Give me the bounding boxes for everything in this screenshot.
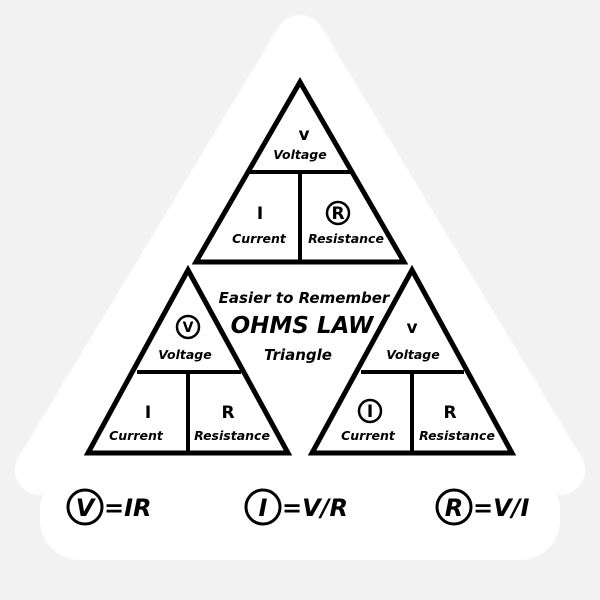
top-r-circle <box>325 200 351 226</box>
formula-r-symbol: R <box>445 494 463 522</box>
right-i-symbol: I <box>367 402 373 422</box>
top-r-symbol: R <box>331 204 344 224</box>
formula-backing <box>40 470 560 560</box>
right-r-label: Resistance <box>419 428 495 443</box>
left-v-circle <box>175 314 201 340</box>
formula-r-rest: =V/I <box>473 494 529 522</box>
top-i-label: Current <box>232 231 287 246</box>
center-line1: Easier to Remember <box>219 289 391 307</box>
left-v-symbol: V <box>183 320 194 336</box>
left-i-symbol: I <box>145 403 151 423</box>
left-v-label: Voltage <box>158 347 211 362</box>
formula-v-circle <box>66 488 104 526</box>
right-v-label: Voltage <box>386 347 439 362</box>
formula-i: I =V/R <box>244 488 348 526</box>
center-caption: Easier to Remember OHMS LAW Triangle <box>219 289 391 364</box>
formula-v-symbol: V <box>76 494 97 522</box>
top-r-label: Resistance <box>308 231 384 246</box>
formula-r: R =V/I <box>435 488 529 526</box>
left-i-label: Current <box>109 428 164 443</box>
right-r-symbol: R <box>443 403 456 423</box>
left-triangle: V Voltage I Current R Resistance <box>83 264 293 456</box>
center-title: OHMS LAW <box>231 313 375 339</box>
formula-i-circle <box>244 488 282 526</box>
formula-i-rest: =V/R <box>282 494 348 522</box>
right-i-label: Current <box>341 428 396 443</box>
top-v-symbol: v <box>298 125 309 145</box>
formula-r-circle <box>435 488 473 526</box>
formula-v-rest: =IR <box>104 494 152 522</box>
top-i-symbol: I <box>257 204 263 224</box>
left-r-label: Resistance <box>194 428 270 443</box>
center-line3: Triangle <box>264 346 332 364</box>
right-triangle: v Voltage I Current R Resistance <box>307 264 517 456</box>
top-v-label: Voltage <box>273 147 326 162</box>
formula-v: V =IR <box>66 488 152 526</box>
left-r-symbol: R <box>221 403 234 423</box>
right-v-symbol: v <box>406 318 417 338</box>
formula-i-symbol: I <box>259 494 268 522</box>
right-i-circle <box>357 398 383 424</box>
top-triangle: v Voltage I Current R Resistance <box>191 77 409 265</box>
